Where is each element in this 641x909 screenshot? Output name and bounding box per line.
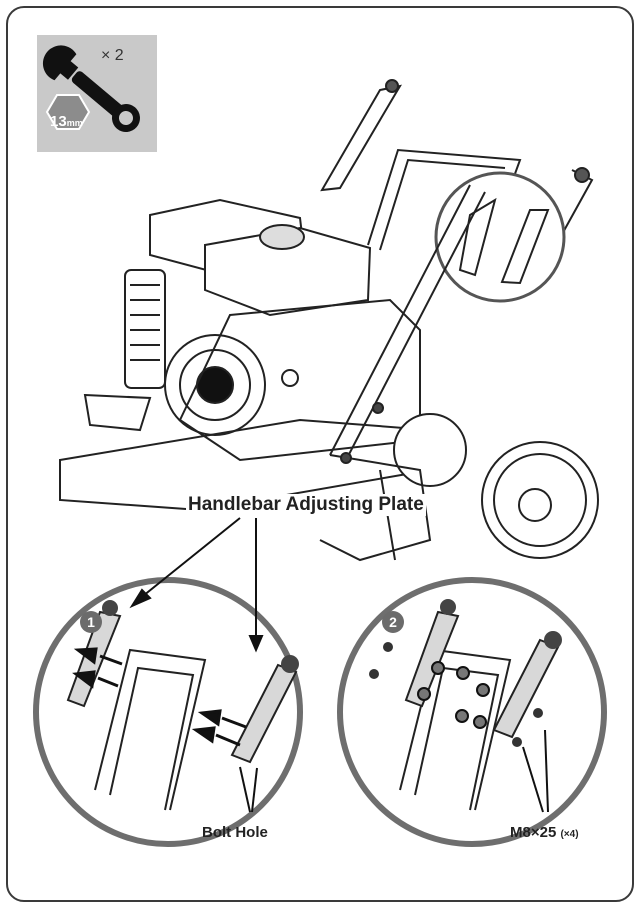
step-2-badge: 2 [382,611,404,633]
bolt-spec-label: M8×25 (×4) [510,824,579,841]
bolt-count: (×4) [560,829,579,840]
tool-badge: × 2 13mm [37,35,157,152]
wrench-size-label: 13mm [50,113,83,130]
bolt-hole-label: Bolt Hole [202,824,268,841]
wrench-size-number: 13 [50,113,67,130]
wrench-icon [42,45,140,133]
handlebar-plate-label: Handlebar Adjusting Plate [186,494,426,516]
bolt-spec: M8×25 [510,824,557,841]
detail-circle-step2 [337,577,607,847]
wrench-size-unit: mm [66,118,83,128]
tool-quantity: × 2 [101,47,124,64]
detail-circle-step1 [33,577,303,847]
step-1-badge: 1 [80,611,102,633]
